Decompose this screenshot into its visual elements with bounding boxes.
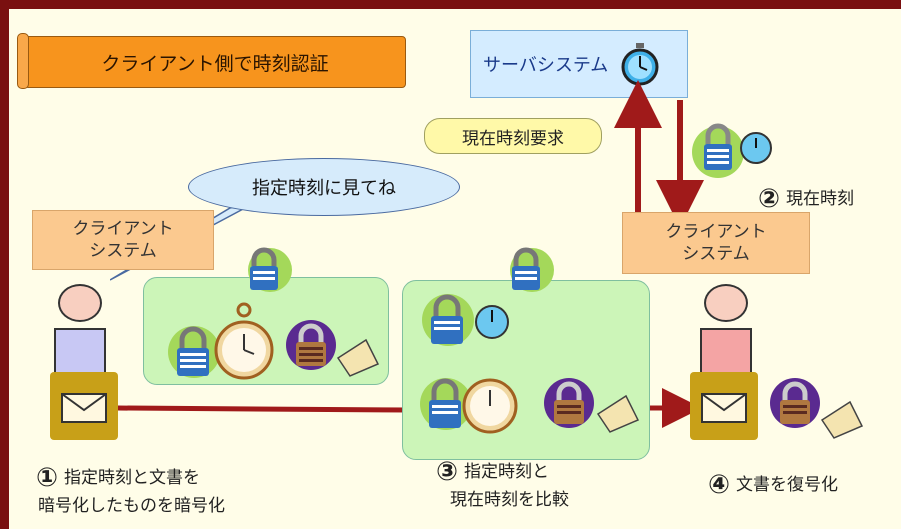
client-system-left: クライアント システム — [32, 210, 214, 270]
document-icon — [336, 338, 380, 377]
step2-number: ② — [758, 184, 781, 214]
purple-lock-icon-3 — [770, 378, 820, 428]
step2-text: 現在時刻 — [786, 189, 855, 209]
server-label: サーバシステム — [483, 55, 609, 76]
request-bubble-text: 現在時刻要求 — [462, 128, 564, 149]
step3-number: ③ — [436, 457, 459, 487]
step3-line2: 現在時刻を比較 — [450, 490, 569, 510]
step1-number: ① — [36, 463, 59, 493]
pocket-watch-icon — [214, 302, 274, 380]
lock-icon-top-2 — [510, 247, 554, 292]
step4-number: ④ — [708, 470, 731, 500]
sender-person-icon — [54, 284, 106, 378]
client-left-line2: システム — [89, 241, 157, 261]
client-right-line1: クライアント — [665, 221, 767, 242]
envelope-icon-receiver — [690, 372, 758, 440]
client-right-line2: システム — [682, 244, 750, 264]
document-icon-2 — [596, 394, 640, 433]
lock-clock-icon — [692, 123, 772, 178]
lock-stopwatch-icon — [422, 294, 509, 346]
purple-lock-icon — [286, 320, 336, 370]
speech-bubble: 指定時刻に見てね — [188, 158, 460, 216]
client-left-line1: クライアント — [72, 218, 174, 239]
envelope-icon-sender — [50, 372, 118, 440]
request-bubble: 現在時刻要求 — [424, 118, 602, 154]
step1-line2: 暗号化したものを暗号化 — [38, 496, 225, 516]
step4-text: 文書を復号化 — [736, 475, 839, 495]
purple-lock-icon-2 — [544, 378, 594, 428]
flow-line-1 — [117, 405, 409, 413]
step1-line1: 指定時刻と文書を — [64, 468, 201, 488]
title-banner: クライアント側で時刻認証 — [17, 33, 406, 89]
client-system-right: クライアント システム — [622, 212, 810, 274]
step3-line1: 指定時刻と — [464, 462, 550, 482]
lock-icon-top-1 — [248, 247, 292, 292]
document-icon-3 — [820, 400, 864, 439]
receiver-person-icon — [700, 284, 752, 378]
title-text: クライアント側で時刻認証 — [101, 52, 329, 75]
lock-watch-icon — [420, 378, 518, 434]
speech-bubble-text: 指定時刻に見てね — [252, 178, 396, 199]
blue-lock-icon — [168, 326, 220, 378]
